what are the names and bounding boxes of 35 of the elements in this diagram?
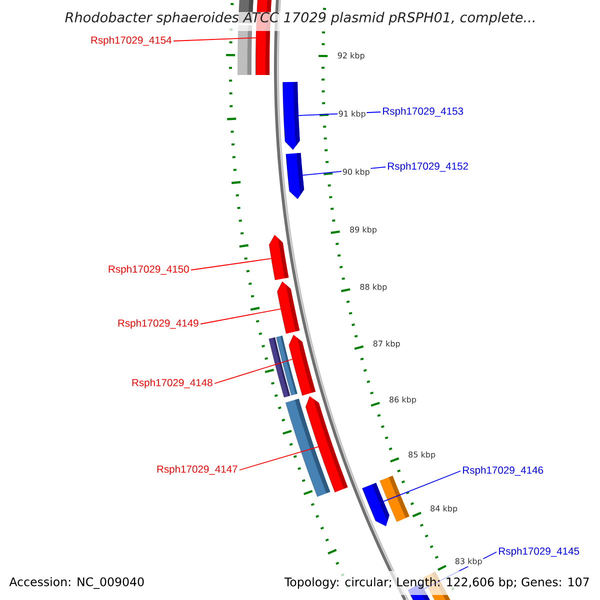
scale-label: 85 kbp [407,450,436,460]
gene-label: Rsph17029_4147 [157,465,238,475]
scale-label: 89 kbp [348,226,378,235]
leader-line [239,446,320,470]
leader-line [214,358,294,384]
leader-line [173,37,258,42]
gene-label: Rsph17029_4145 [499,547,580,557]
gene-feature [305,396,348,492]
scale-label: 91 kbp [338,110,367,120]
leader-line [190,258,272,270]
scale-label: 88 kbp [358,282,388,292]
gene-label: Rsph17029_4148 [132,378,212,388]
scale-label: 84 kbp [429,504,458,514]
scale-label: 92 kbp [336,51,366,61]
gene-feature [286,152,304,200]
gene-feature [288,334,316,396]
leader-line [382,470,461,502]
gene-label: Rsph17029_4152 [388,162,468,172]
title: Rhodobacter sphaeroides ATCC 17029 plasmid pRSPH01, complete... [58,12,543,31]
gene-feature [268,234,289,280]
gene-feature [282,82,300,150]
gene-label: Rsph17029_4146 [463,466,544,476]
gene-label: Rsph17029_4150 [108,265,189,275]
feature-bar [380,476,410,522]
footer-note: Topology: circular; Length: 122,606 bp; Genes: 107 [282,571,593,595]
scale-label: 83 kbp [454,557,484,567]
gene-label: Rsph17029_4149 [118,319,198,329]
gene-feature [277,281,300,334]
scale-label: 86 kbp [388,396,418,405]
scale-label: 90 kbp [342,168,371,178]
scale-label: 87 kbp [372,340,402,349]
gene-label: Rsph17029_4153 [383,107,464,117]
gene-label: Rsph17029_4154 [91,36,172,46]
footer-note: Accession: NC_009040 [9,577,144,589]
leader-line [200,308,282,324]
